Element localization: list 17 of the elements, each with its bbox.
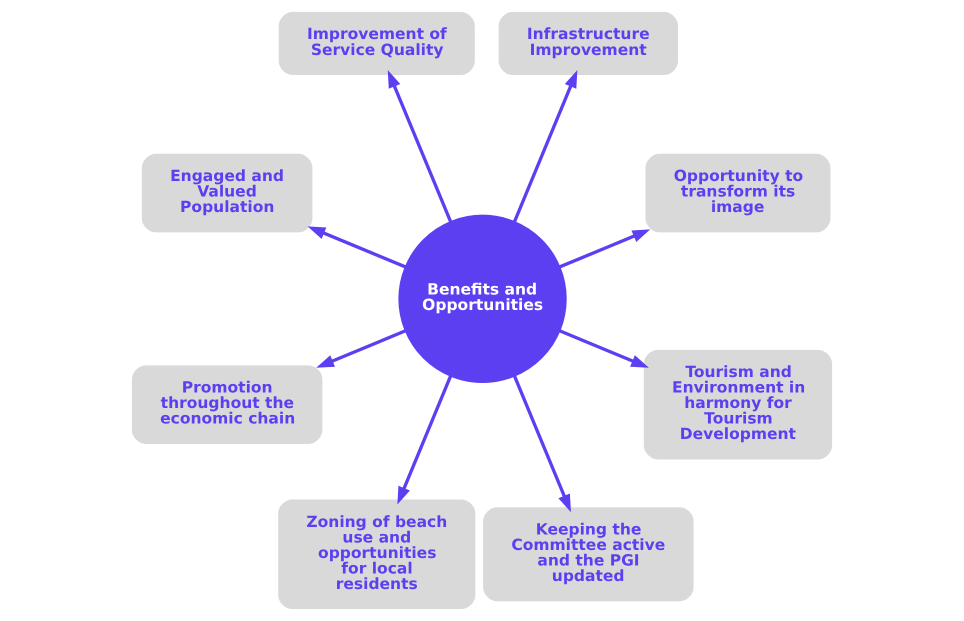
arrow xyxy=(559,229,650,268)
node-box: Tourism and Environment in harmony for Tourism Development xyxy=(644,350,832,460)
node-box: Promotion throughout the economic chain xyxy=(132,365,322,444)
arrow xyxy=(308,226,406,268)
arrow xyxy=(316,329,406,368)
node-circle: Benefits and Opportunities xyxy=(398,214,567,384)
node-box: Opportunity to transform its image xyxy=(645,154,830,232)
node-box: Improvement of Service Quality xyxy=(278,12,475,76)
node-box: Engaged and Valued Population xyxy=(142,154,312,232)
arrow xyxy=(513,376,571,512)
node-box: Keeping the Committee active and the PGI updated xyxy=(483,507,694,602)
node-box: Infrastructure Improvement xyxy=(498,12,678,76)
node-box: Zoning of beach use and opportunities for local residents xyxy=(278,499,476,610)
arrow xyxy=(513,70,578,222)
arrow xyxy=(559,329,649,368)
arrow xyxy=(397,376,452,505)
arrow xyxy=(388,70,452,222)
